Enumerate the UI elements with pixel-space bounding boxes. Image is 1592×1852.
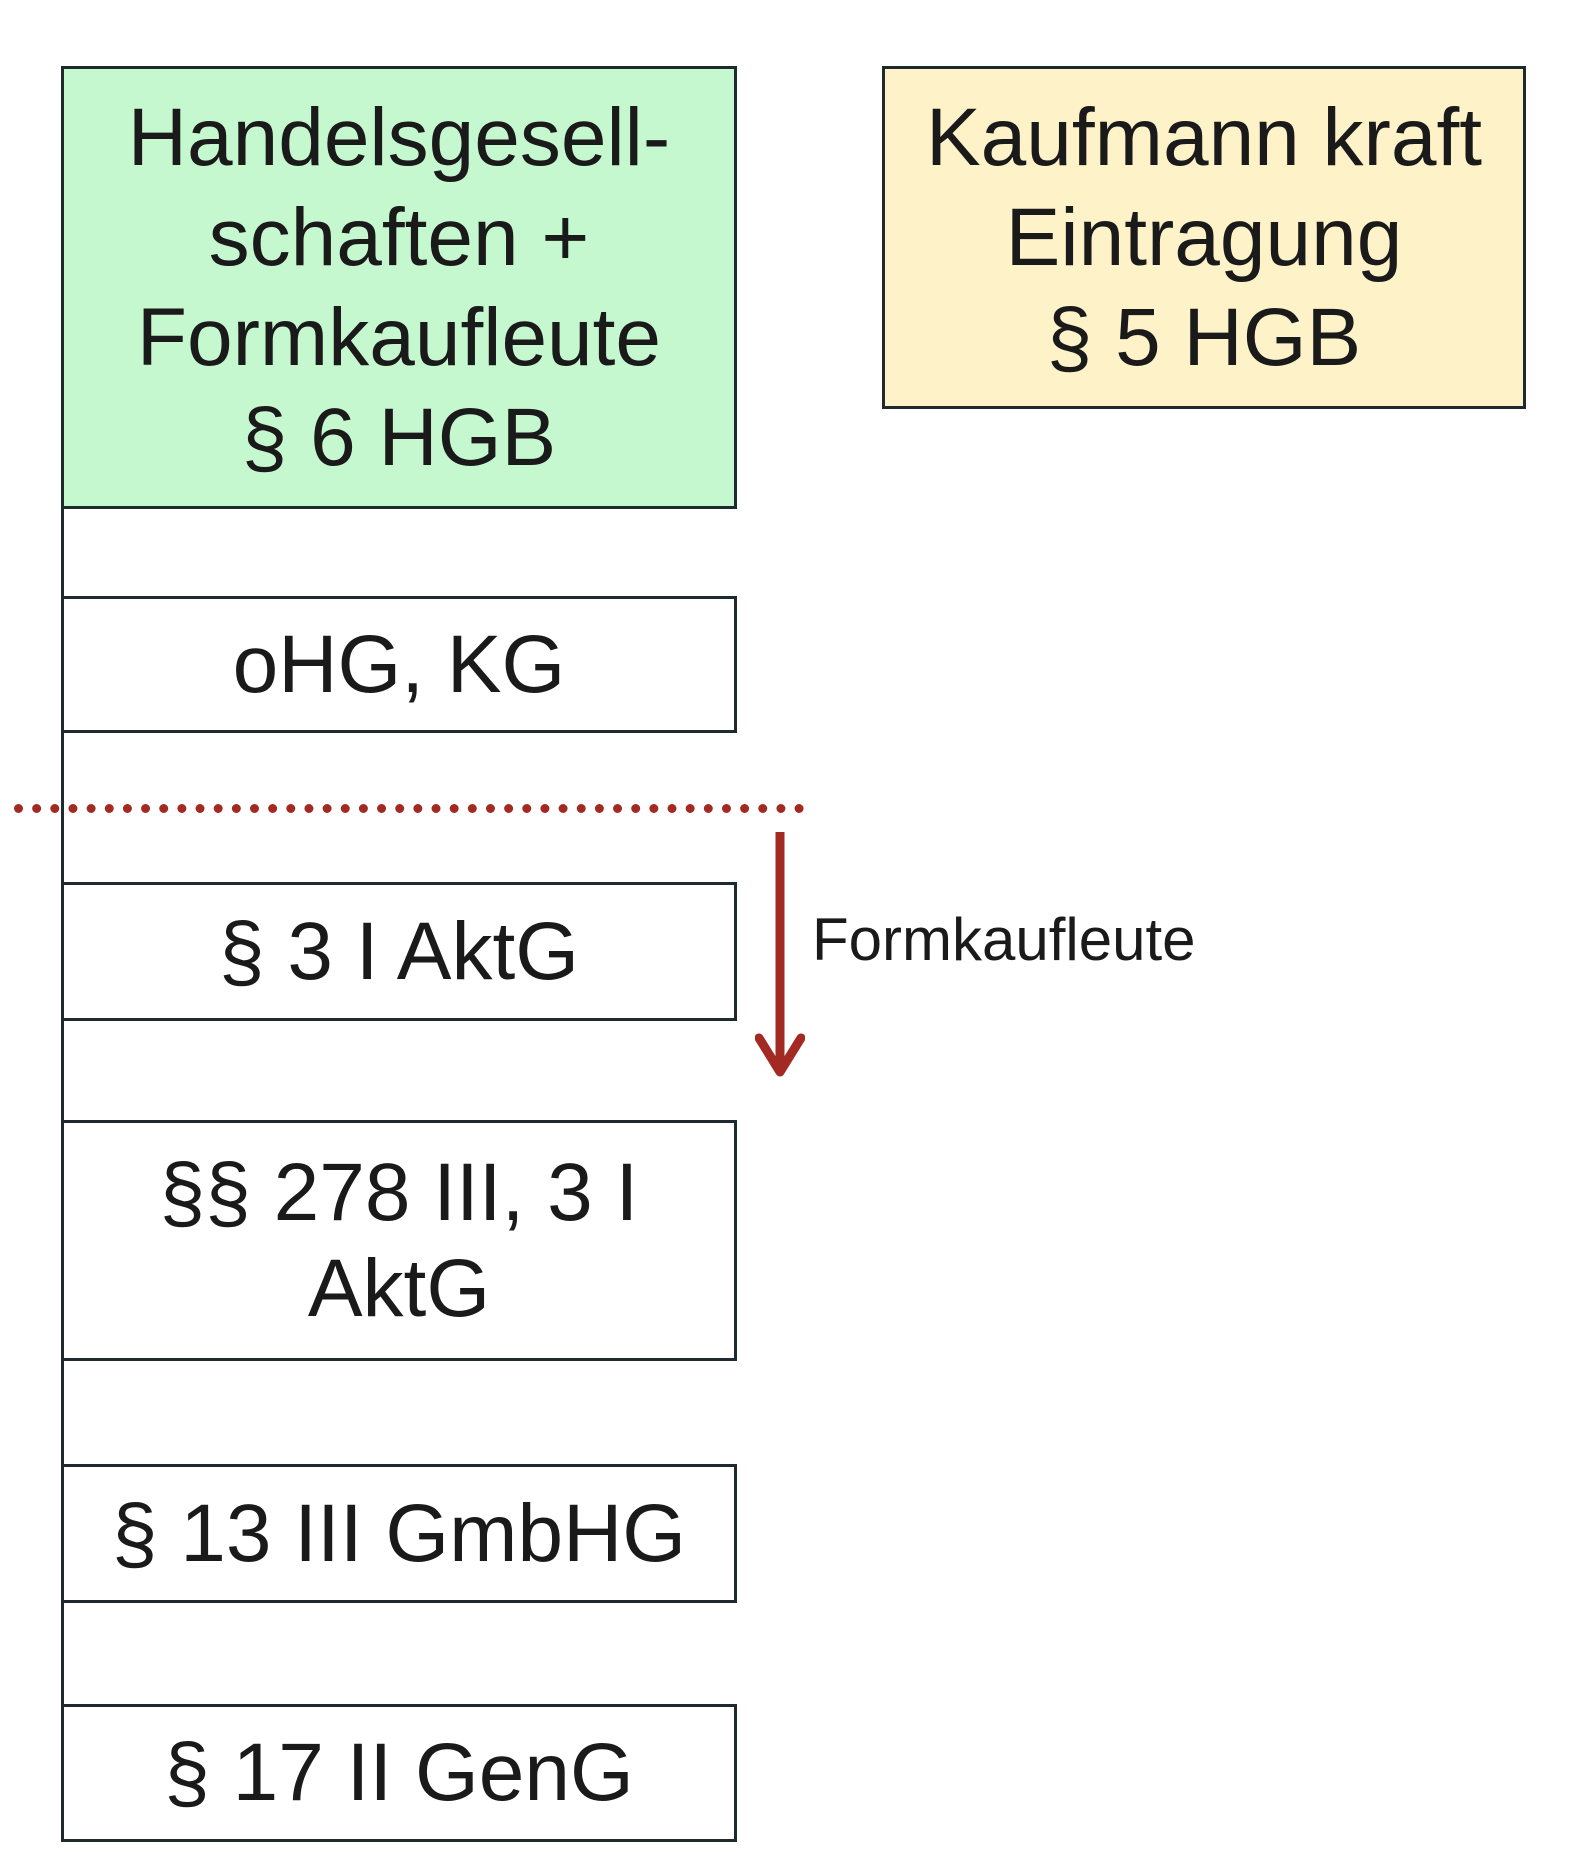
ohg-kg-label: oHG, KG: [232, 618, 566, 710]
gmbhg-box: § 13 III GmbHG: [61, 1464, 737, 1603]
ohg-kg-box: oHG, KG: [61, 596, 737, 733]
kgaa-box: §§ 278 III, 3 I AktG: [61, 1120, 737, 1361]
kaufmann-kraft-eintragung-box: Kaufmann kraft Eintragung § 5 HGB: [882, 66, 1526, 409]
separator-dotted-line: [14, 804, 804, 813]
aktg-label: § 3 I AktG: [218, 905, 580, 997]
geng-box: § 17 II GenG: [61, 1704, 737, 1842]
kaufmann-kraft-eintragung-label: Kaufmann kraft Eintragung § 5 HGB: [925, 91, 1483, 383]
formkaufleute-arrow-label: Formkaufleute: [812, 906, 1196, 973]
down-arrow-icon: [755, 832, 805, 1077]
gmbhg-label: § 13 III GmbHG: [111, 1487, 687, 1579]
handelsgesellschaften-label: Handelsgesell- schaften + Formkaufleute …: [127, 91, 671, 483]
aktg-box: § 3 I AktG: [61, 882, 737, 1021]
geng-label: § 17 II GenG: [164, 1727, 634, 1818]
handelsgesellschaften-box: Handelsgesell- schaften + Formkaufleute …: [61, 66, 737, 509]
kgaa-label: §§ 278 III, 3 I AktG: [159, 1146, 639, 1334]
